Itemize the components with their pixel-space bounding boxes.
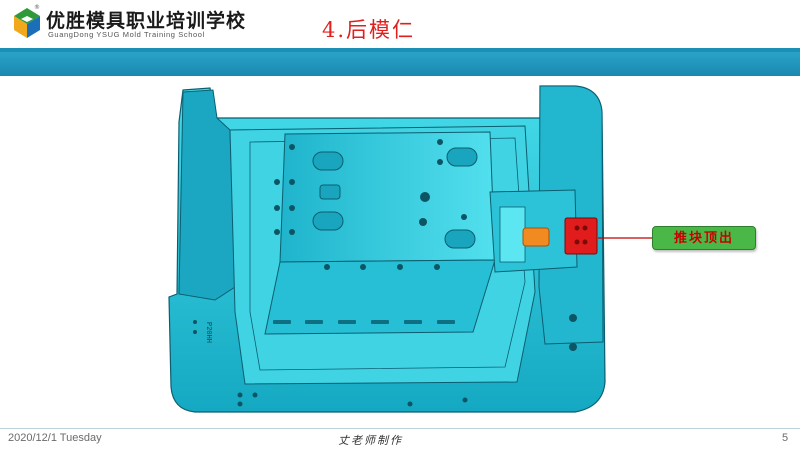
header-rule bbox=[0, 48, 800, 52]
school-name-en: GuangDong YSUG Mold Training School bbox=[48, 30, 205, 39]
header-band bbox=[0, 52, 800, 76]
side-marking-text: P20HH bbox=[204, 322, 212, 343]
footer-rule bbox=[0, 428, 800, 429]
core-block-front bbox=[264, 259, 496, 335]
cavity-rim bbox=[249, 137, 526, 371]
slide-header: ® 优胜模具职业培训学校 GuangDong YSUG Mold Trainin… bbox=[0, 0, 800, 48]
page-number: 5 bbox=[782, 432, 789, 444]
slide-title: 4.后模仁 bbox=[322, 18, 416, 42]
ejector-callout-label: 推块顶出 bbox=[652, 226, 756, 250]
pushed-part bbox=[522, 227, 550, 247]
registered-mark: ® bbox=[34, 4, 40, 11]
core-insert-illustration: P20HH bbox=[168, 85, 606, 413]
ysug-logo-mark-icon bbox=[14, 8, 40, 38]
ejector-block bbox=[564, 217, 598, 255]
footer-date: 2020/12/1 Tuesday bbox=[8, 432, 102, 444]
footer-author: 丈老师制作 bbox=[338, 434, 403, 447]
school-name-cn: 优胜模具职业培训学校 bbox=[46, 10, 247, 32]
